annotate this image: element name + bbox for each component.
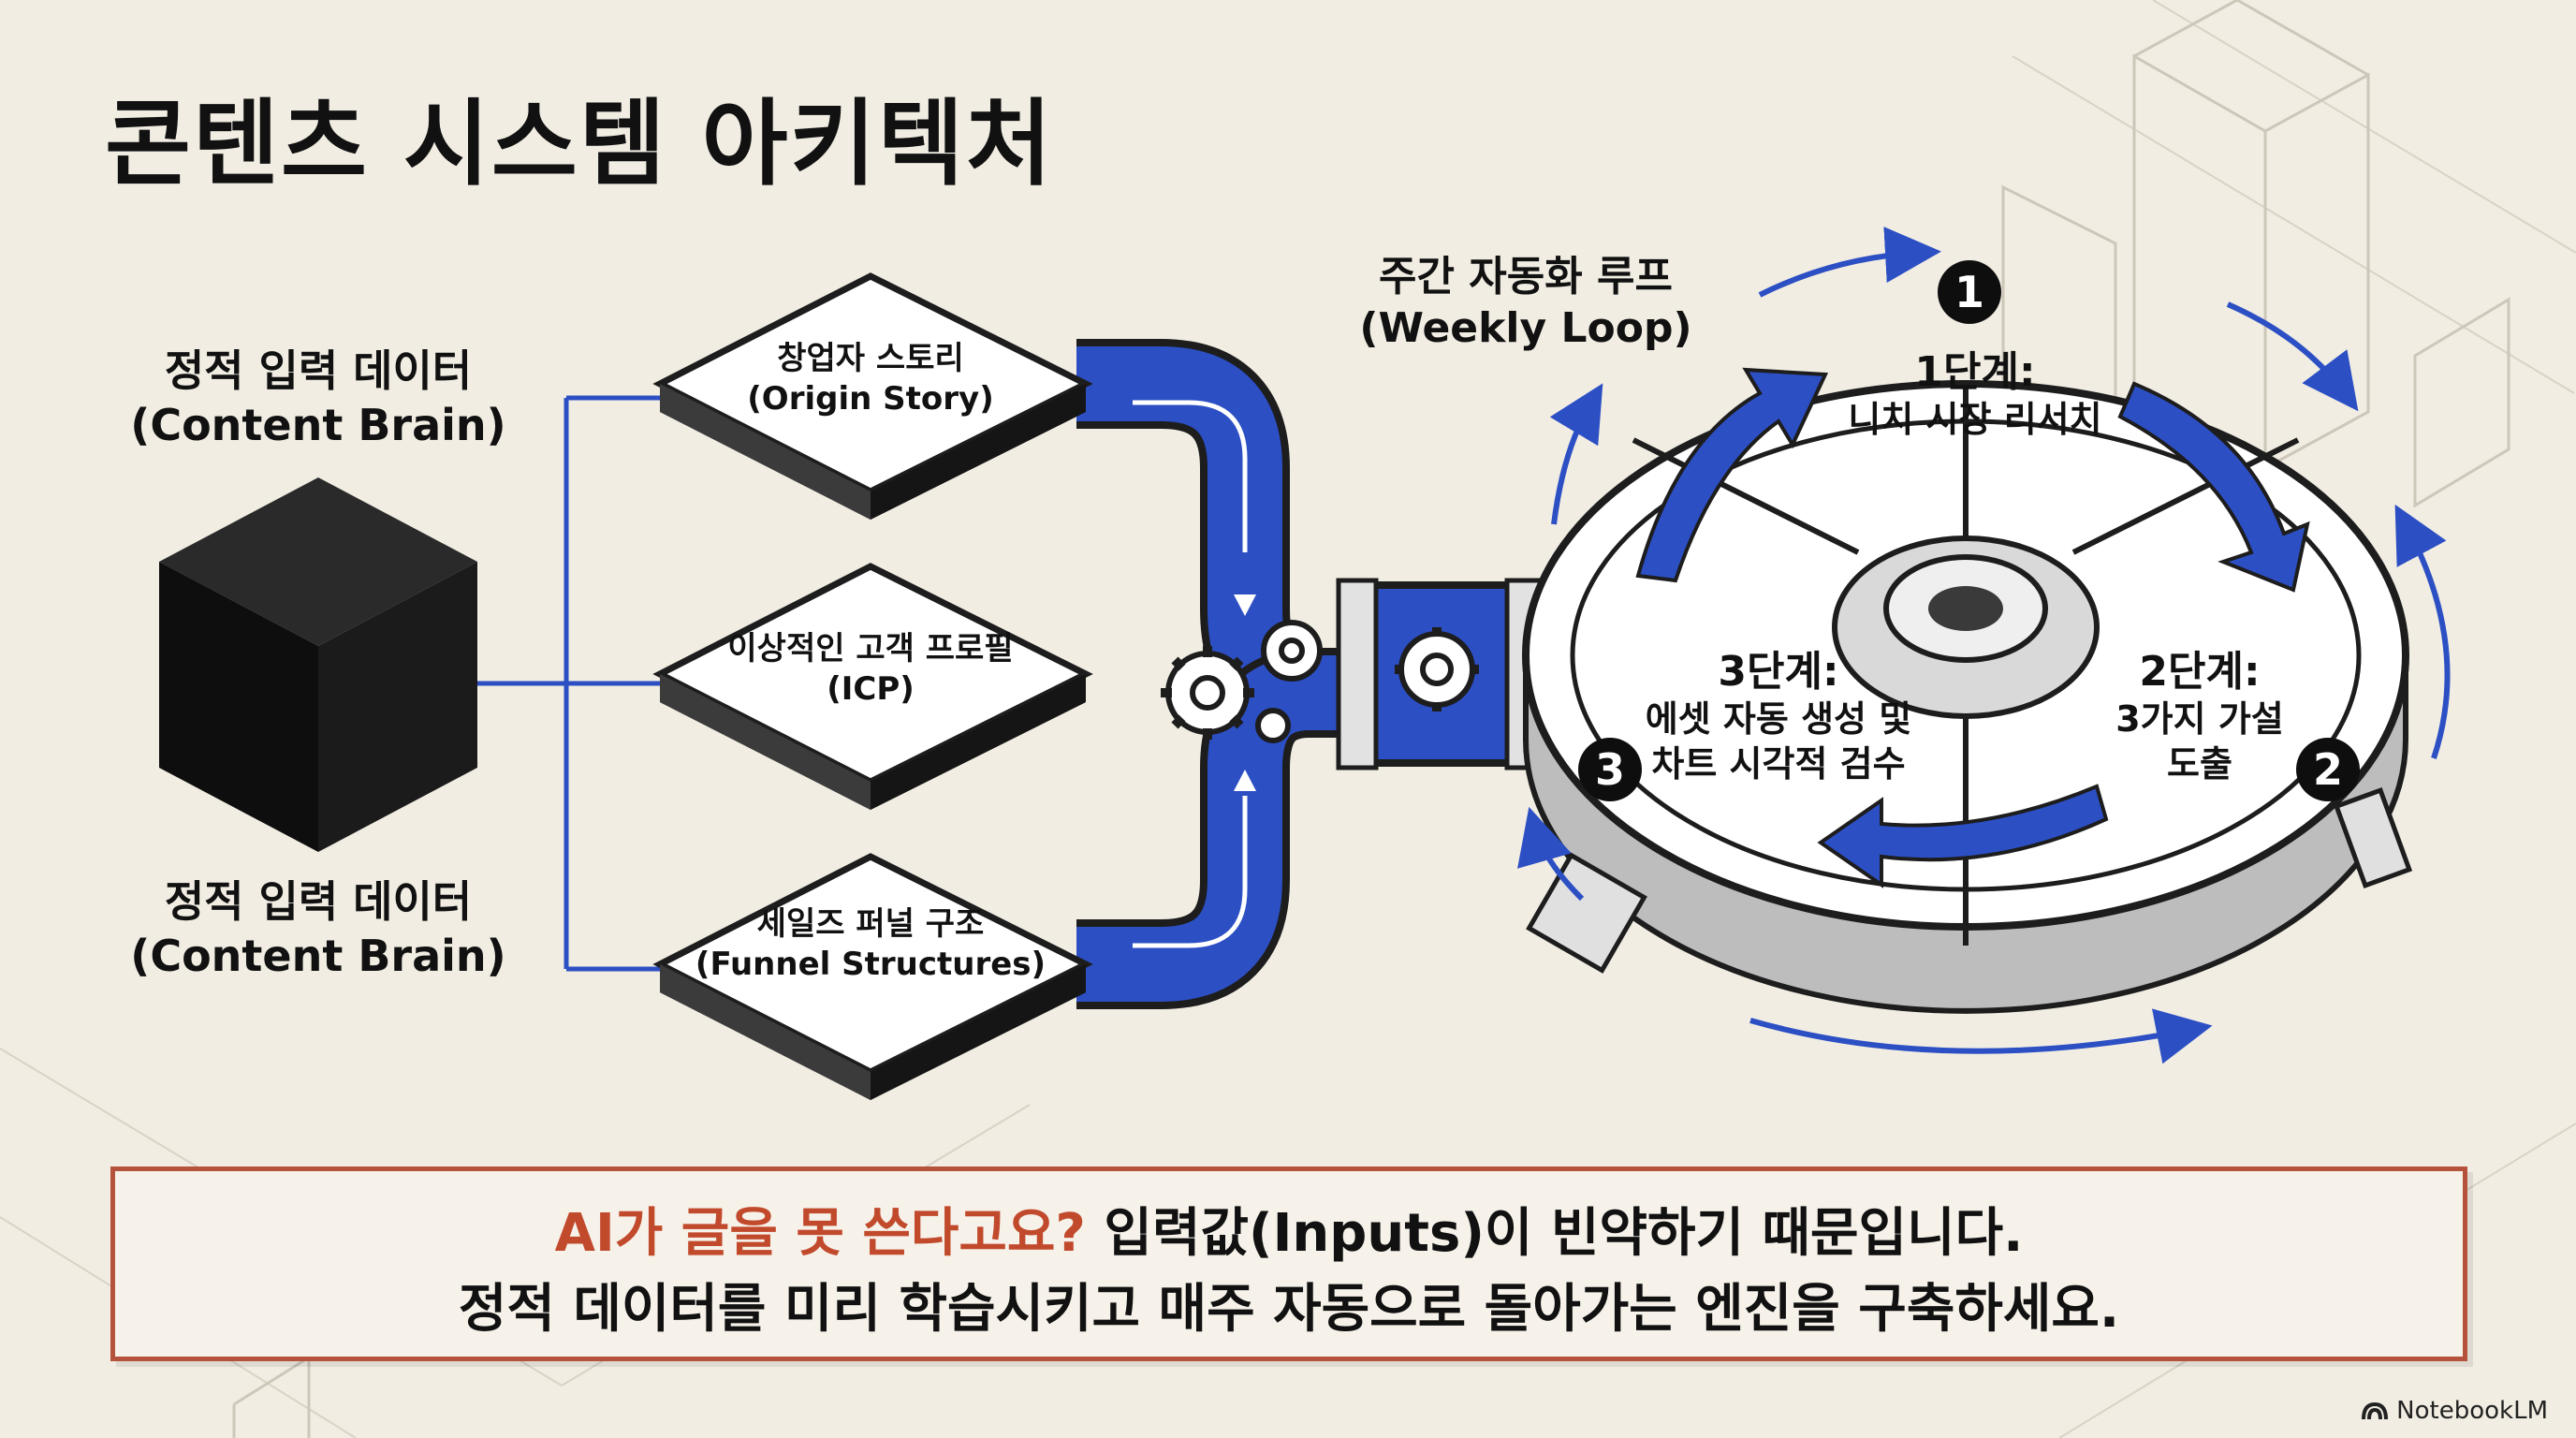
input-origin-story-en: (Origin Story) (747, 379, 994, 418)
input-icp-ko: 이상적인 고객 프로필 (727, 630, 1014, 668)
input-icp-label: 이상적인 고객 프로필 (ICP) (693, 629, 1048, 709)
diamond-funnel-structures (652, 853, 1093, 1100)
step-badge-2 (2296, 738, 2360, 801)
step-badges (1578, 260, 2360, 801)
content-brain-cube (159, 477, 477, 852)
input-connector-lines (477, 395, 660, 972)
input-diamond-shapes (652, 272, 1093, 1100)
diamond-origin-story (652, 272, 1093, 520)
input-pipes (1076, 339, 1603, 1009)
step-1-label: 1단계: 니치 시장 리서치 (1778, 346, 2172, 443)
static-input-label-bottom-ko: 정적 입력 데이터 (164, 876, 473, 927)
static-input-label-bottom: 정적 입력 데이터 (Content Brain) (94, 875, 543, 983)
input-origin-story-label: 창업자 스토리 (Origin Story) (693, 339, 1048, 418)
weekly-loop-title-ko: 주간 자동화 루프 (1379, 253, 1673, 301)
diamond-icp (652, 563, 1093, 810)
orbit-arrows (1517, 227, 2451, 1064)
input-funnel-en: (Funnel Structures) (695, 945, 1046, 983)
step-2-title: 2단계: (2139, 648, 2261, 696)
static-input-label-top-en: (Content Brain) (130, 399, 506, 450)
step-badge-1 (1938, 260, 2001, 324)
step-2-desc-line-2: 도출 (2167, 742, 2232, 785)
gear-teeth (1161, 627, 1479, 740)
step-3-label: 3단계: 에셋 자동 생성 및 차트 시각적 검수 (1610, 646, 1947, 786)
step-2-label: 2단계: 3가지 가설 도출 (2087, 646, 2312, 786)
input-funnel-label: 세일즈 퍼널 구조 (Funnel Structures) (693, 904, 1048, 984)
input-icp-en: (ICP) (827, 669, 915, 708)
input-funnel-ko: 세일즈 퍼널 구조 (756, 905, 985, 943)
step-2-desc-line-1: 3가지 가설 (2115, 698, 2284, 740)
weekly-loop-title-en: (Weekly Loop) (1359, 304, 1692, 352)
static-input-label-bottom-en: (Content Brain) (130, 930, 506, 981)
notebooklm-logo-icon (2362, 1401, 2389, 1420)
brand-mark: NotebookLM (2361, 1397, 2548, 1425)
step-3-desc-line-1: 에셋 자동 생성 및 (1645, 698, 1912, 740)
brand-name: NotebookLM (2396, 1397, 2548, 1425)
step-badge-number-1: 1 (1954, 267, 1984, 317)
weekly-loop-title: 주간 자동화 루프 (Weekly Loop) (1329, 251, 1722, 354)
callout-highlight: AI가 글을 못 쓴다고요? (554, 1203, 1086, 1264)
cycle-arrow-icon (1635, 367, 2310, 888)
callout-line-2: 정적 데이터를 미리 학습시키고 매주 자동으로 돌아가는 엔진을 구축하세요. (458, 1279, 2120, 1341)
step-1-title: 1단계: (1914, 348, 2036, 396)
callout-line-1: AI가 글을 못 쓴다고요? 입력값(Inputs)이 빈약하기 때문입니다. (115, 1196, 2463, 1271)
step-1-desc: 니치 시장 리서치 (1848, 399, 2102, 440)
callout-box: AI가 글을 못 쓴다고요? 입력값(Inputs)이 빈약하기 때문입니다. … (110, 1167, 2467, 1361)
step-3-desc-line-2: 차트 시각적 검수 (1651, 742, 1906, 785)
step-badge-number-3: 3 (1594, 744, 1625, 795)
static-input-label-top-ko: 정적 입력 데이터 (164, 345, 473, 396)
page-title: 콘텐츠 시스템 아키텍처 (105, 89, 1054, 198)
step-badge-3 (1578, 738, 1642, 801)
static-input-label-top: 정적 입력 데이터 (Content Brain) (94, 345, 543, 452)
input-origin-story-ko: 창업자 스토리 (777, 340, 964, 377)
step-3-title: 3단계: (1718, 648, 1839, 696)
step-badge-number-2: 2 (2312, 744, 2343, 795)
callout-line-1-rest: 입력값(Inputs)이 빈약하기 때문입니다. (1085, 1203, 2024, 1264)
